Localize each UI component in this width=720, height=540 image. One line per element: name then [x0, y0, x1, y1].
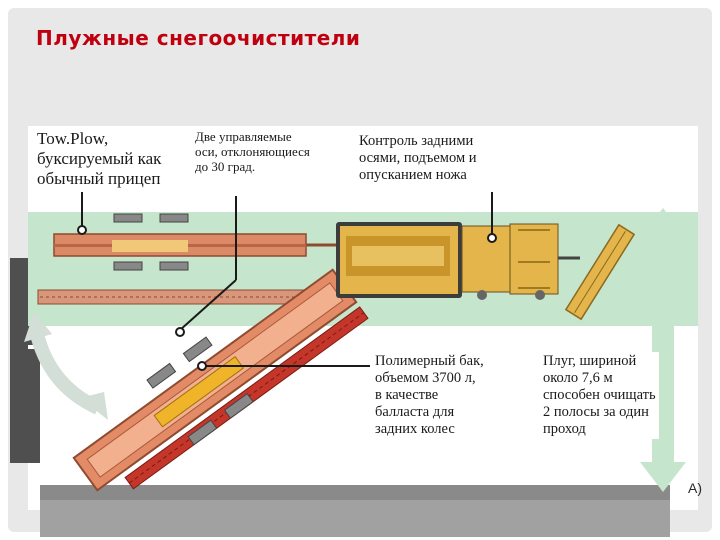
truck	[336, 222, 580, 300]
towplow-angled	[72, 268, 369, 492]
width-arrow-head-bottom	[640, 462, 686, 492]
edge-fragment-text: А)	[688, 480, 702, 496]
label-steerable-axles: Две управляемые оси, отклоняющиеся до 30…	[192, 128, 313, 175]
front-plow	[564, 223, 636, 321]
label-axle-control: Контроль задними осями, подъемом и опуск…	[356, 132, 480, 185]
polymer-tank	[153, 356, 245, 428]
width-arrow-head-top	[640, 208, 686, 238]
callout-lines	[81, 192, 493, 367]
label-towplow: Tow.Plow, буксируемый как обычный прицеп	[34, 128, 165, 190]
slide-title: Плужные снегоочистители	[36, 26, 361, 50]
callout-dots	[77, 225, 497, 371]
towplow-straight	[37, 213, 336, 305]
rotation-arrow-head-top	[24, 312, 52, 342]
label-polymer-tank: Полимерный бак, объемом 3700 л, в качест…	[372, 352, 487, 439]
label-plow-width: Плуг, шириной около 7,6 м способен очища…	[540, 352, 659, 439]
photo-strip-bottom-light	[40, 500, 670, 537]
rotation-arrow-head-bottom	[80, 392, 108, 420]
